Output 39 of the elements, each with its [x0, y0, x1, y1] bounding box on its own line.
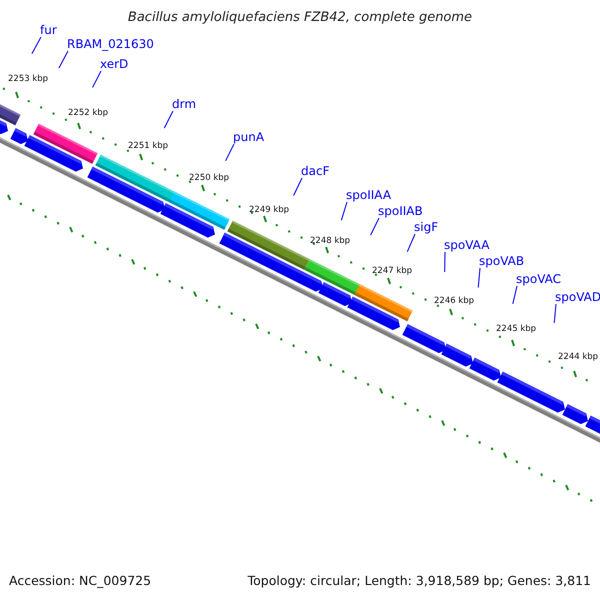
gene-label: spoIIAB — [378, 205, 423, 217]
leader-line — [406, 234, 416, 252]
scale-label: 2253 kbp — [8, 75, 48, 84]
scale-label: 2244 kbp — [558, 353, 598, 362]
title: Bacillus amyloliquefaciens FZB42, complete genome — [126, 11, 474, 24]
gene-label: spoVAC — [516, 273, 562, 285]
genome-info-text: Topology: circular; Length: 3,918,589 bp; Genes: 3,811 — [248, 575, 591, 588]
leader-line — [58, 50, 68, 69]
leader-line — [478, 268, 480, 288]
gene-label: dacF — [301, 165, 330, 177]
scale-label: 2247 kbp — [372, 267, 412, 276]
leader-line — [31, 36, 42, 54]
gene-label: xerD — [100, 58, 128, 70]
leader-line — [554, 304, 556, 324]
scale-label: 2250 kbp — [189, 174, 230, 182]
leader-line — [370, 218, 380, 236]
scale-label: 2246 kbp — [434, 297, 474, 306]
gene-label: RBAM_021630 — [67, 38, 154, 50]
scale-label: 2245 kbp — [496, 325, 536, 334]
gene-label: spoIIAA — [346, 189, 392, 201]
gene-label: drm — [172, 98, 196, 110]
gene-label: fur — [40, 24, 57, 36]
gene-label: punA — [233, 131, 264, 143]
gene-label: spoVAA — [444, 239, 490, 251]
leader-line — [444, 252, 446, 272]
scale-label: 2251 kbp — [128, 142, 168, 150]
gene-label: spoVAB — [479, 255, 524, 267]
leader-line — [293, 178, 302, 196]
scale-label: 2249 kbp — [249, 206, 290, 214]
gene-label: sigF — [414, 221, 438, 233]
leader-line — [512, 286, 518, 304]
scale-label: 2252 kbp — [68, 109, 108, 118]
leader-line — [92, 70, 102, 88]
leader-line — [225, 144, 234, 162]
scale-label: 2248 kbp — [310, 237, 350, 246]
leader-line — [164, 110, 174, 129]
accession-text: Accession: NC_009725 — [9, 575, 152, 588]
leader-line — [340, 202, 348, 221]
gene-label: spoVAD — [555, 291, 600, 303]
